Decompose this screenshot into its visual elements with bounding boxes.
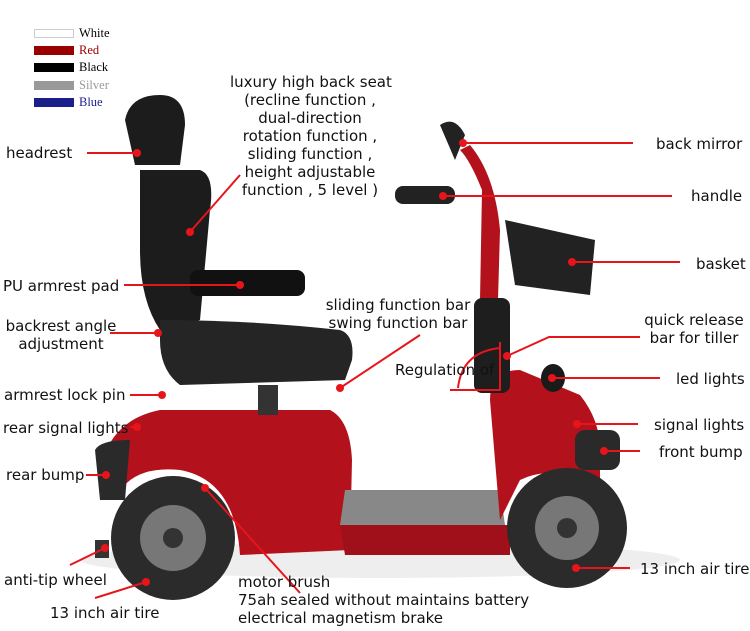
armrest <box>190 270 305 296</box>
legend-white: White <box>34 25 110 42</box>
handle-label: handle <box>691 187 743 205</box>
back-mirror <box>440 121 465 160</box>
rear-bumper <box>95 440 130 500</box>
basket <box>505 220 595 295</box>
lock-pin-label: armrest lock pin <box>4 386 126 404</box>
armrest-pad-label: PU armrest pad <box>3 277 120 295</box>
legend-blue: Blue <box>34 94 110 111</box>
seat-headrest <box>125 95 185 165</box>
regulation-label: Regulation of <box>395 361 495 379</box>
seat-cushion <box>160 320 353 385</box>
handlebar <box>395 186 455 204</box>
tire-left-label: 13 inch air tire <box>50 604 160 622</box>
legend-red: Red <box>34 42 110 59</box>
front-wheel <box>507 468 627 588</box>
anti-tip-label: anti-tip wheel <box>4 571 107 589</box>
callout-lines <box>69 142 680 599</box>
tiller <box>460 145 500 300</box>
callout-dots <box>101 139 608 586</box>
tire-right-label: 13 inch air tire <box>640 560 750 578</box>
headrest-label: headrest <box>6 144 73 162</box>
back-mirror-label: back mirror <box>656 135 743 153</box>
basket-label: basket <box>696 255 746 273</box>
color-legend: White Red Black Silver Blue <box>34 25 110 111</box>
front-bump-label: front bump <box>659 443 743 461</box>
rear-wheel <box>111 476 235 600</box>
front-body <box>490 370 600 520</box>
legend-silver: Silver <box>34 77 110 94</box>
seat-callout: luxury high back seat(recline function ,… <box>230 73 392 199</box>
floorboard <box>340 490 505 525</box>
rear-bump-label: rear bump <box>6 466 85 484</box>
rear-signal-label: rear signal lights <box>3 419 129 437</box>
led-label: led lights <box>676 370 745 388</box>
rear-body <box>100 410 352 555</box>
seat-backrest <box>140 170 212 330</box>
front-bumper <box>575 430 620 470</box>
legend-black: Black <box>34 59 110 76</box>
signal-label: signal lights <box>654 416 745 434</box>
